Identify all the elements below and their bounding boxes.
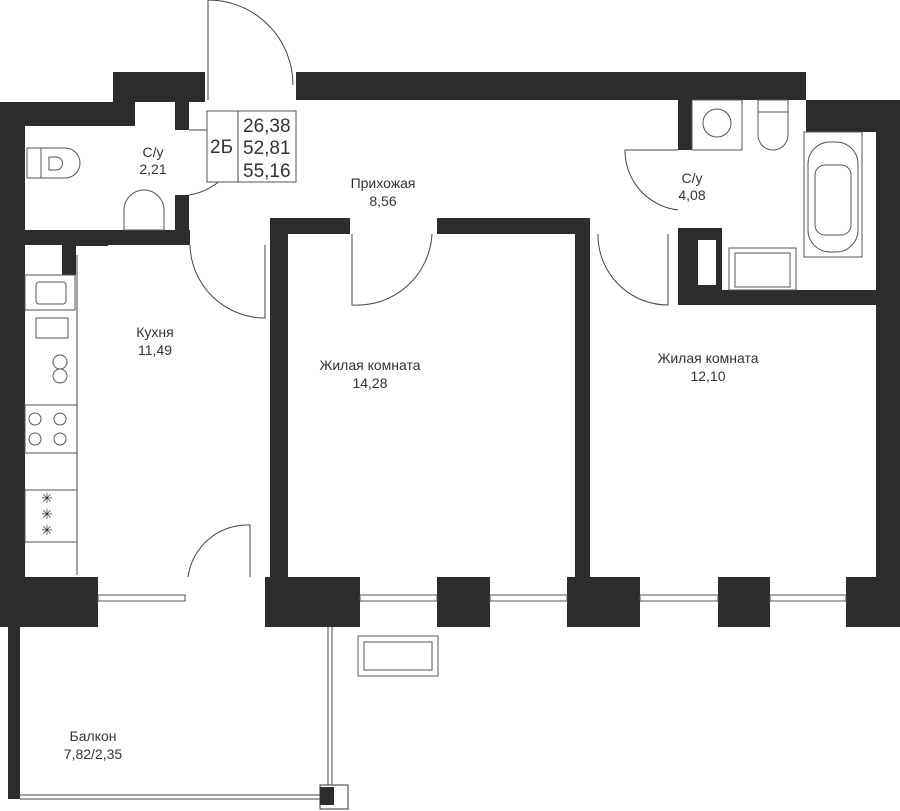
dish-rack-icon: [35, 317, 69, 339]
fixtures: ✳✳✳: [24, 99, 863, 575]
room-name-balcony: Балкон: [70, 728, 117, 744]
room-name-hallway: Прихожая: [351, 175, 416, 191]
svg-text:✳: ✳: [41, 506, 53, 522]
washing-machine-icon: [691, 99, 743, 151]
dishwasher-icon: [52, 354, 68, 384]
room-area-hallway: 8,56: [369, 193, 396, 209]
apartment-info-box: 2Б 26,38 52,81 55,16: [206, 110, 297, 183]
svg-text:✳: ✳: [41, 490, 53, 506]
room-labels: С/у 2,21 Прихожая 8,56 С/у 4,08 Кухня 11…: [64, 144, 759, 762]
room-area-bedroom-2: 12,10: [690, 368, 725, 384]
apartment-type: 2Б: [210, 137, 233, 158]
stove-icon: [24, 404, 78, 454]
area-total-with-balcony: 55,16: [243, 161, 291, 182]
room-area-bedroom-1: 14,28: [352, 375, 387, 391]
svg-text:✳: ✳: [41, 522, 53, 538]
bathtub-icon: [803, 131, 863, 258]
area-total: 52,81: [243, 138, 291, 159]
walls: [0, 72, 900, 810]
toilet-icon-2: [757, 99, 789, 151]
room-area-balcony: 7,82/2,35: [64, 746, 123, 762]
room-name-bathroom-1: С/у: [143, 144, 164, 160]
oven-icon: ✳✳✳: [24, 489, 78, 543]
room-name-bedroom-1: Жилая комната: [319, 357, 420, 373]
room-name-bathroom-2: С/у: [682, 170, 703, 186]
kitchen-sink-icon: [24, 274, 76, 311]
area-living: 26,38: [243, 116, 291, 137]
room-area-kitchen: 11,49: [138, 342, 172, 358]
room-name-kitchen: Кухня: [136, 324, 173, 340]
sink-icon: [123, 189, 165, 231]
toilet-icon: [26, 147, 81, 179]
room-name-bedroom-2: Жилая комната: [657, 350, 758, 366]
windows: [20, 594, 847, 800]
sink-icon-2: [728, 247, 797, 291]
room-area-bathroom-1: 2,21: [139, 161, 166, 177]
room-area-bathroom-2: 4,08: [678, 187, 705, 203]
